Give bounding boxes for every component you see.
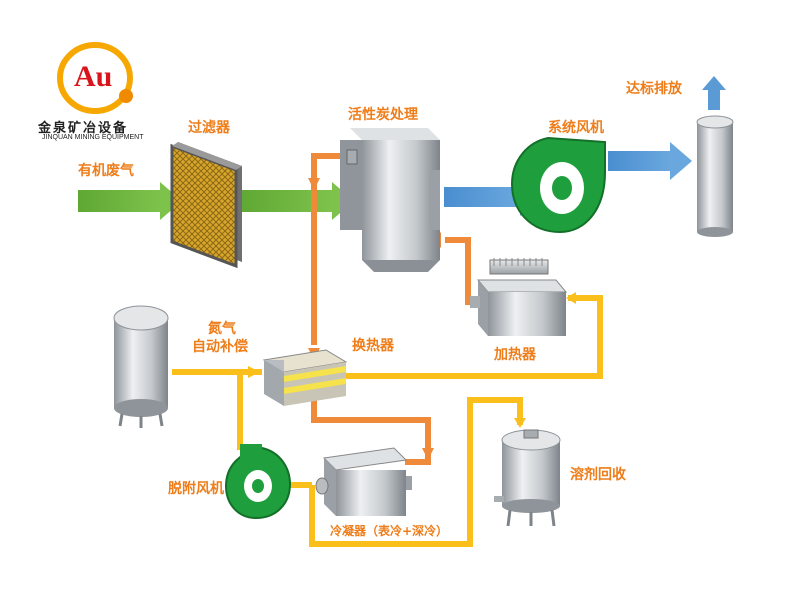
label-heater: 加热器	[494, 347, 536, 363]
label-solvent-recovery: 溶剂回收	[570, 467, 626, 483]
chimney-icon	[696, 115, 734, 237]
fan-to-chimney-arrow	[608, 142, 692, 180]
label-desorption-fan: 脱附风机	[168, 481, 224, 497]
recovery-tank-icon	[494, 429, 561, 527]
organic-gas-arrow	[78, 182, 182, 220]
label-organic-gas: 有机废气	[78, 163, 134, 179]
carbon-tower-icon	[340, 128, 440, 272]
filter-to-carbon-arrow	[240, 182, 354, 220]
label-filter: 过滤器	[188, 120, 230, 136]
label-condenser: 冷凝器（表冷+深冷）	[330, 524, 449, 538]
system-fan-icon	[510, 136, 606, 234]
discharge-arrow	[702, 76, 726, 110]
label-discharge: 达标排放	[626, 81, 682, 97]
n2-arrowhead	[248, 366, 260, 378]
logo-icon	[57, 42, 133, 114]
logo-mark: Au	[74, 60, 113, 93]
brand-name-en: JINQUAN MINING EQUIPMENT	[42, 134, 144, 141]
recovery-arrowhead	[514, 418, 526, 428]
label-carbon: 活性炭处理	[348, 107, 418, 123]
label-system-fan: 系统风机	[548, 120, 604, 136]
loop-arrowhead-4	[422, 448, 434, 460]
condenser-icon	[315, 447, 412, 516]
heater-icon	[470, 258, 568, 336]
nitrogen-tank-icon	[113, 305, 169, 428]
heater-arrowhead	[566, 292, 576, 304]
label-heat-exchanger: 换热器	[352, 338, 394, 354]
heat-exchanger-icon	[262, 349, 348, 406]
desorption-loop	[311, 153, 471, 465]
label-nitrogen-line2: 自动补偿	[192, 339, 248, 355]
filter-icon	[170, 142, 242, 269]
loop-arrowhead-1	[308, 178, 320, 190]
label-nitrogen-line1: 氮气	[208, 321, 236, 337]
brand-name-cn: 金泉矿冶设备	[38, 121, 129, 136]
desorption-fan-icon	[224, 444, 292, 520]
